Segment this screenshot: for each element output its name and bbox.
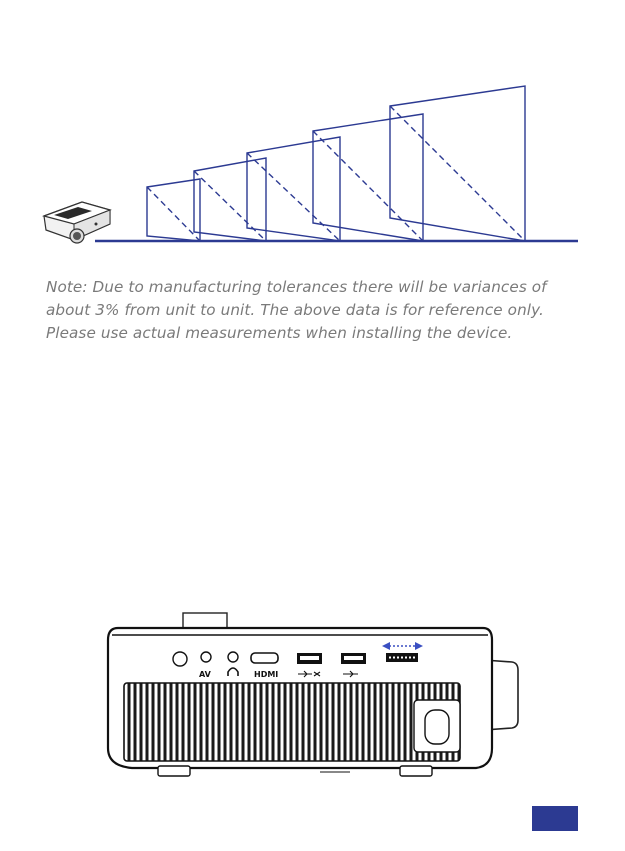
measurement-disclaimer-note: Note: Due to manufacturing tolerances th… <box>46 276 606 345</box>
projection-screen-4 <box>313 114 423 241</box>
hdmi-port-icon[interactable] <box>251 653 278 663</box>
hdmi-port-label: HDMI <box>254 670 278 679</box>
note-line-2: about 3% from unit to unit. The above da… <box>46 299 606 322</box>
page-number-tab <box>532 806 578 831</box>
projection-distance-diagram <box>0 0 625 270</box>
av-jack-icon[interactable] <box>201 652 211 662</box>
headphone-jack[interactable] <box>228 652 238 662</box>
vent-grille <box>124 683 460 761</box>
av-port-label: AV <box>199 670 212 679</box>
projection-screen-1 <box>147 179 200 241</box>
note-line-3: Please use actual measurements when inst… <box>46 322 606 345</box>
right-foot <box>400 766 432 776</box>
projector-icon <box>44 202 110 243</box>
power-jack-icon[interactable] <box>173 652 187 666</box>
projector-rear-panel-illustration: AV HDMI <box>0 600 625 790</box>
note-line-1: Note: Due to manufacturing tolerances th… <box>46 276 606 299</box>
left-foot <box>158 766 190 776</box>
projection-screens <box>147 86 525 241</box>
projection-screen-5 <box>390 86 525 241</box>
